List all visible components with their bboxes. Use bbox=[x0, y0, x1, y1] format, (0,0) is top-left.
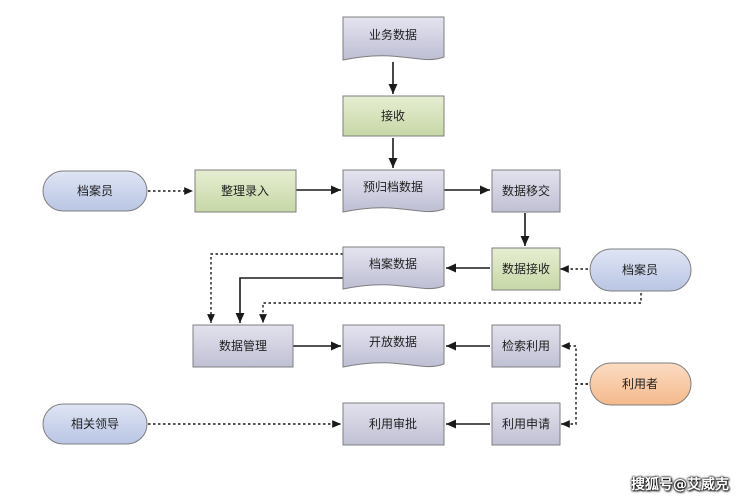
node-danganyuan-right[interactable]: 档案员 bbox=[589, 248, 692, 292]
node-liyongzhe[interactable]: 利用者 bbox=[589, 362, 692, 406]
node-shuju-yijiao-label: 数据移交 bbox=[502, 183, 550, 198]
dotted-arrow-liyongzhe-to-shenqing bbox=[561, 383, 588, 428]
node-zhengli-luru[interactable]: 整理录入 bbox=[194, 169, 297, 213]
node-jieshou[interactable]: 接收 bbox=[342, 95, 445, 137]
node-jiansuo-liyong[interactable]: 检索利用 bbox=[491, 324, 561, 368]
node-xiangguan-lingdao-label: 相关领导 bbox=[71, 417, 119, 431]
arrow-dangan-to-guanli bbox=[235, 277, 343, 323]
dotted-arrow-liyongzhe-to-jiansuo bbox=[561, 342, 588, 385]
node-dangan-shuju-label: 档案数据 bbox=[369, 256, 417, 271]
node-liyong-shenqing[interactable]: 利用申请 bbox=[491, 402, 561, 446]
node-liyongzhe-label: 利用者 bbox=[622, 377, 658, 391]
dotted-arrow-danganyuan-to-guanli bbox=[259, 293, 642, 323]
node-yuguidang-shuju[interactable]: 预归档数据 bbox=[342, 169, 445, 213]
node-jieshou-label: 接收 bbox=[381, 108, 405, 123]
node-danganyuan-left-label: 档案员 bbox=[77, 183, 113, 198]
node-xiangguan-lingdao[interactable]: 相关领导 bbox=[42, 403, 148, 445]
watermark: 搜狐号@艾威克 bbox=[631, 477, 729, 493]
node-shuju-guanli[interactable]: 数据管理 bbox=[192, 324, 294, 368]
node-shuju-guanli-label: 数据管理 bbox=[219, 338, 267, 353]
node-shuju-jieshou[interactable]: 数据接收 bbox=[491, 247, 561, 291]
node-shuju-jieshou-label: 数据接收 bbox=[502, 261, 550, 276]
node-liyong-shenpi-label: 利用审批 bbox=[369, 416, 417, 431]
node-jiansuo-liyong-label: 检索利用 bbox=[502, 338, 550, 353]
node-shuju-yijiao[interactable]: 数据移交 bbox=[491, 169, 561, 213]
node-liyong-shenqing-label: 利用申请 bbox=[502, 417, 550, 431]
node-dangan-shuju[interactable]: 档案数据 bbox=[342, 246, 445, 290]
dotted-arrow-dangan-to-guanli bbox=[207, 253, 343, 323]
node-kaifang-shuju[interactable]: 开放数据 bbox=[342, 324, 445, 368]
node-danganyuan-left[interactable]: 档案员 bbox=[42, 170, 148, 212]
node-yewu-shuju-label: 业务数据 bbox=[369, 27, 417, 42]
node-yuguidang-shuju-label: 预归档数据 bbox=[363, 179, 423, 194]
node-liyong-shenpi[interactable]: 利用审批 bbox=[342, 402, 445, 446]
node-kaifang-shuju-label: 开放数据 bbox=[369, 334, 417, 349]
node-zhengli-luru-label: 整理录入 bbox=[221, 183, 269, 198]
node-yewu-shuju[interactable]: 业务数据 bbox=[342, 16, 445, 61]
node-danganyuan-right-label: 档案员 bbox=[622, 262, 658, 277]
